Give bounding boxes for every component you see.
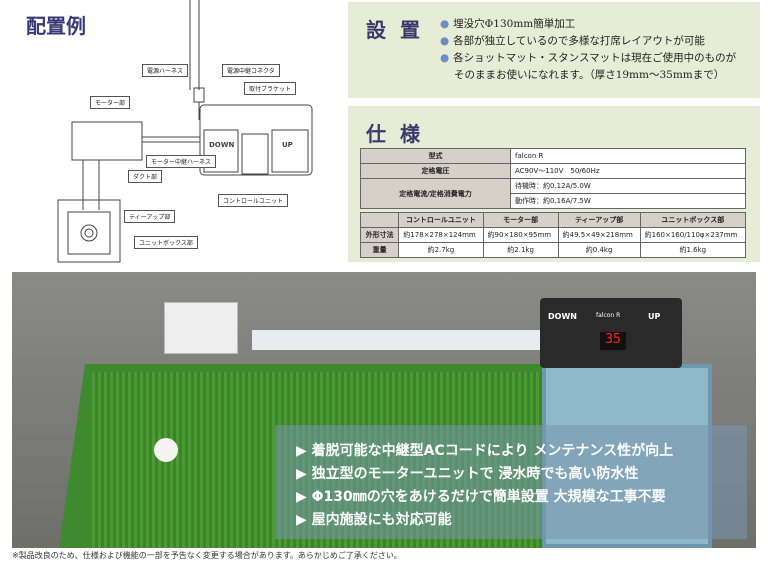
cell: 外形寸法	[359, 227, 400, 243]
feature-item: 着脱可能な中継型ACコードにより メンテナンス性が向上	[296, 440, 673, 463]
cell: 約90×180×95mm	[482, 227, 559, 243]
bullet-continuation: そのままお使いになれます。（厚さ19mm～35mmまで）	[454, 69, 725, 81]
label-motor: モーター部	[90, 96, 131, 109]
spec-heading: 仕様	[366, 122, 434, 146]
feature-list: 着脱可能な中継型ACコードにより メンテナンス性が向上 独立型のモーターユニット…	[296, 440, 673, 532]
install-bullets: 埋没穴Φ130mm簡単加工 各部が独立しているので多様な打席レイアウトが可能 各…	[440, 16, 736, 84]
cell: falcon R	[510, 148, 746, 164]
label-power-connector: 電源中継コネクタ	[222, 64, 280, 77]
up-label: UP	[648, 312, 661, 321]
cell: 約0.4kg	[557, 242, 641, 258]
diagram-drawing: DOWN UP	[57, 0, 313, 263]
control-unit: DOWN falcon R UP 35	[540, 298, 682, 368]
cell: ティーアップ部	[557, 212, 641, 228]
feature-item: 独立型のモーターユニットで 浸水時でも高い防水性	[296, 463, 673, 486]
bullet: 各ショットマット・スタンスマットは現在ご使用中のものが	[440, 50, 736, 67]
cell: ユニットボックス部	[639, 212, 747, 228]
cell: 約178×278×124mm	[398, 227, 484, 243]
motor-unit	[164, 302, 238, 354]
cell: AC90V～110V 50/60Hz	[510, 163, 746, 179]
feature-item: Φ130㎜の穴をあけるだけで簡単設置 大規模な工事不要	[296, 486, 673, 509]
cell: モーター部	[482, 212, 559, 228]
bullet: 各部が独立しているので多様な打席レイアウトが可能	[440, 33, 736, 50]
cell: コントロールユニット	[398, 212, 484, 228]
install-panel: 設置 埋没穴Φ130mm簡単加工 各部が独立しているので多様な打席レイアウトが可…	[348, 2, 760, 98]
model-label: falcon R	[596, 312, 621, 319]
install-heading: 設置	[366, 18, 434, 42]
feature-item: 屋内施設にも対応可能	[296, 509, 673, 532]
footnote: ※製品改良のため、仕様および機能の一部を予告なく変更する場合があります。あらかじ…	[12, 551, 402, 560]
dimension-table: コントロールユニットモーター部ティーアップ部ユニットボックス部 外形寸法約178…	[359, 212, 747, 258]
duct	[252, 330, 542, 350]
cell: 約2.7kg	[398, 242, 484, 258]
cell: 定格電圧	[360, 163, 511, 179]
cell	[359, 212, 400, 228]
cell: 約2.1kg	[482, 242, 559, 258]
layout-diagram: DOWN UP	[0, 0, 340, 265]
label-unitbox: ユニットボックス部	[134, 236, 198, 249]
cell: 動作時：約0.16A/7.5W	[510, 193, 746, 209]
label-bracket: 取付ブラケット	[244, 82, 297, 95]
height-display: 35	[600, 332, 626, 350]
cell: 定格電流/定格消費電力	[360, 178, 511, 209]
cell: 約1.6kg	[639, 242, 747, 258]
cell: 型式	[360, 148, 511, 164]
diagram-down-text: DOWN	[209, 141, 234, 149]
label-control-unit: コントロールユニット	[218, 194, 289, 207]
label-power-harness: 電源ハーネス	[142, 64, 189, 77]
label-duct: ダクト部	[128, 170, 163, 183]
bullet: 埋没穴Φ130mm簡単加工	[440, 16, 736, 33]
cell: 約49.5×49×218mm	[557, 227, 641, 243]
label-motor-harness: モーター中継ハーネス	[146, 155, 217, 168]
label-teeup: ティーアップ部	[124, 210, 176, 223]
golf-ball	[154, 438, 178, 462]
cell: 重量	[359, 242, 400, 258]
cell: 約160×160/110φ×237mm	[639, 227, 747, 243]
cell: 待機時：約0.12A/5.0W	[510, 178, 746, 194]
diagram-up-text: UP	[282, 141, 293, 149]
down-label: DOWN	[548, 312, 577, 321]
page-title: 配置例	[26, 14, 86, 38]
